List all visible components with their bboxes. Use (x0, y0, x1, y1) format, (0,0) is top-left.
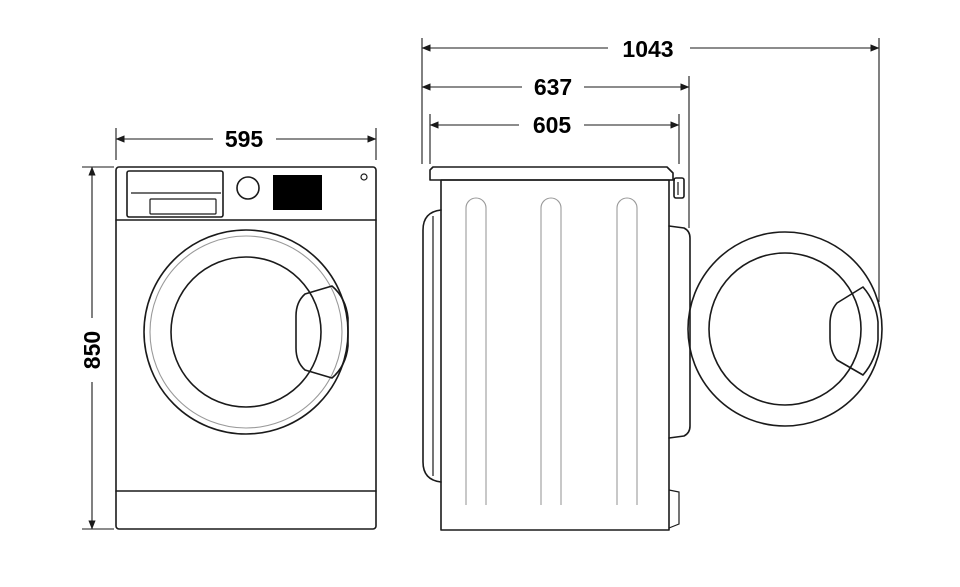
open-door-outer (687, 231, 883, 427)
door-glass (170, 256, 322, 408)
depth-body-dimension: 605 (429, 112, 680, 164)
side-cabinet (440, 179, 670, 531)
side-door-hinge (668, 225, 691, 439)
display-panel (273, 175, 322, 210)
side-view (422, 166, 691, 531)
side-rib-2 (540, 197, 562, 505)
door-handle (295, 285, 349, 379)
program-knob (236, 176, 260, 200)
width-label: 595 (225, 126, 264, 152)
depth-body-label: 605 (533, 112, 572, 138)
side-knob-profile (673, 177, 685, 199)
power-button (360, 173, 368, 181)
open-door-glass (708, 252, 862, 406)
height-dimension: 850 (79, 166, 114, 530)
side-top-lid (429, 166, 674, 181)
front-cabinet (115, 166, 377, 530)
side-rib-1 (465, 197, 487, 505)
detergent-drawer (126, 170, 224, 218)
side-rear-panel (422, 209, 442, 483)
door-bezel (149, 235, 343, 429)
door-outer-ring (143, 229, 349, 435)
open-door-handle (829, 286, 879, 376)
open-door (687, 231, 883, 427)
width-dimension: 595 (115, 126, 377, 160)
depth-door-open-label: 1043 (622, 36, 673, 62)
depth-door-closed-dimension: 637 (421, 74, 690, 228)
side-rib-3 (616, 197, 638, 505)
depth-door-open-dimension: 1043 (421, 36, 880, 302)
depth-door-closed-label: 637 (534, 74, 572, 100)
front-view (115, 166, 377, 530)
height-label: 850 (79, 331, 105, 369)
front-door (143, 229, 349, 435)
